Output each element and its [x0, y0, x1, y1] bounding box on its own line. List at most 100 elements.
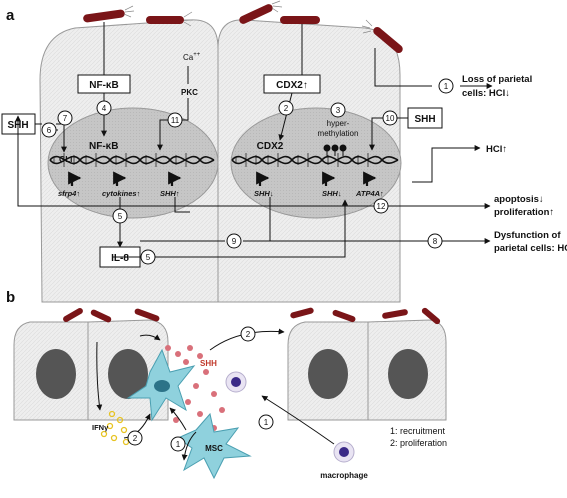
step-circle-4 — [96, 100, 112, 116]
bacterium — [146, 16, 184, 24]
step-12: 12 — [377, 202, 386, 211]
panel-a-label: a — [6, 7, 15, 24]
msc-nucleus-1 — [154, 380, 170, 392]
ca-label: Ca++ — [183, 52, 201, 62]
methylation-marks — [323, 144, 347, 156]
msc-label: MSC — [205, 444, 223, 453]
ifn-label: IFNγ — [92, 423, 109, 432]
step-circle-9 — [226, 233, 242, 249]
ca-text: Ca — [183, 53, 194, 62]
macrophage-label: macrophage — [320, 471, 368, 480]
step-circle-5b — [140, 249, 156, 265]
step-1: 1 — [444, 82, 449, 91]
bacterium — [373, 27, 403, 53]
ifn-dots — [100, 410, 130, 446]
left-dna — [49, 153, 215, 167]
outcome-loss-line1: Loss of parietal — [462, 74, 532, 85]
flagella — [183, 11, 193, 27]
methylation-label: methylation — [318, 129, 359, 138]
step-circle-7 — [57, 110, 73, 126]
flagella — [271, 0, 283, 13]
outcome-loss-line2: cells: HCl↓ — [462, 88, 510, 99]
nucleus-cdx2-label: CDX2 — [257, 141, 284, 152]
gene-shh-right-2: SHH↓ — [322, 189, 342, 198]
bacterium — [280, 16, 320, 24]
bacteria-group — [83, 0, 403, 53]
b-shh-label: SHH — [200, 359, 217, 368]
b-step-1-msc: 1 — [176, 440, 181, 449]
gene-sfrp4: sfrp4↑ — [58, 189, 80, 198]
step-markers: 1 2 3 4 5 5 6 7 8 9 10 11 12 — [41, 78, 454, 265]
step-9: 9 — [232, 237, 237, 246]
step-circle-12 — [373, 198, 389, 214]
b-step-1-mac: 1 — [264, 418, 269, 427]
step-10: 10 — [386, 114, 395, 123]
step-circle-8 — [427, 233, 443, 249]
flagella — [361, 19, 373, 34]
ca-superscript: ++ — [193, 52, 201, 58]
outcome-dysfunction-line1: Dysfunction of — [494, 230, 561, 241]
bacterium — [134, 308, 160, 322]
step-circle-5a — [112, 208, 128, 224]
b-step-circle-1-msc — [170, 436, 186, 452]
b-right-nucleus-2 — [388, 349, 428, 399]
step-circle-3 — [330, 102, 346, 118]
bacterium — [63, 308, 83, 322]
gene-cytokines: cytokines↑ — [102, 189, 140, 198]
step-circle-6 — [41, 122, 57, 138]
b-left-nucleus-2 — [108, 349, 148, 399]
bacterium — [239, 4, 273, 24]
bacterium — [290, 307, 314, 319]
step-7: 7 — [63, 114, 68, 123]
bacterium — [421, 307, 441, 325]
flagella — [123, 5, 135, 18]
bacterium — [83, 9, 125, 23]
step-8: 8 — [433, 237, 438, 246]
gene-shh-right-1: SHH↓ — [254, 189, 274, 198]
outcome-dysfunction-line2: parietal cells: HCl↓ — [494, 243, 567, 254]
outcome-apoptosis: apoptosis↓ — [494, 194, 544, 205]
step-circle-10 — [382, 110, 398, 126]
step-11: 11 — [171, 116, 180, 125]
gli-label: GLI — [59, 155, 72, 164]
outcome-hcl-up: HCl↑ — [486, 144, 507, 155]
shh-right-label: SHH — [414, 114, 435, 125]
pkc-label: PKC — [181, 88, 198, 97]
nfkb-box-label: NF-κB — [89, 80, 118, 91]
step-5a: 5 — [118, 212, 123, 221]
bacterium — [90, 309, 112, 323]
macrophage-1 — [225, 371, 247, 393]
promoter-arrows — [68, 171, 377, 186]
shh-dots — [165, 345, 225, 431]
il8-label: IL-8 — [111, 253, 129, 264]
b-bacteria-group — [63, 307, 441, 325]
macrophage-2 — [333, 441, 355, 463]
outcome-proliferation: proliferation↑ — [494, 207, 554, 218]
legend-recruitment: 1: recruitment — [390, 426, 446, 436]
gene-shh-left: SHH↑ — [160, 189, 180, 198]
msc-cell-2 — [176, 412, 252, 480]
nucleus-nfkb-label: NF-κB — [89, 141, 118, 152]
step-circle-2 — [278, 100, 294, 116]
right-dna — [231, 153, 399, 167]
step-2: 2 — [284, 104, 289, 113]
legend-proliferation: 2: proliferation — [390, 438, 447, 448]
bacterium — [382, 309, 408, 319]
b-step-circle-2-bottom — [127, 430, 143, 446]
b-step-2-bottom: 2 — [133, 434, 138, 443]
b-left-nucleus-1 — [36, 349, 76, 399]
b-step-2-top: 2 — [246, 330, 251, 339]
b-right-nucleus-1 — [308, 349, 348, 399]
step-6: 6 — [47, 126, 52, 135]
gene-atp4a: ATP4A↑ — [355, 189, 384, 198]
step-circle-1 — [438, 78, 454, 94]
step-3: 3 — [336, 106, 341, 115]
cdx2-box-label: CDX2↑ — [276, 80, 308, 91]
step-5b: 5 — [146, 253, 151, 262]
panel-b-label: b — [6, 289, 15, 306]
b-step-circle-2-top — [240, 326, 256, 342]
b-step-circle-1-mac — [258, 414, 274, 430]
step-circle-11 — [167, 112, 183, 128]
